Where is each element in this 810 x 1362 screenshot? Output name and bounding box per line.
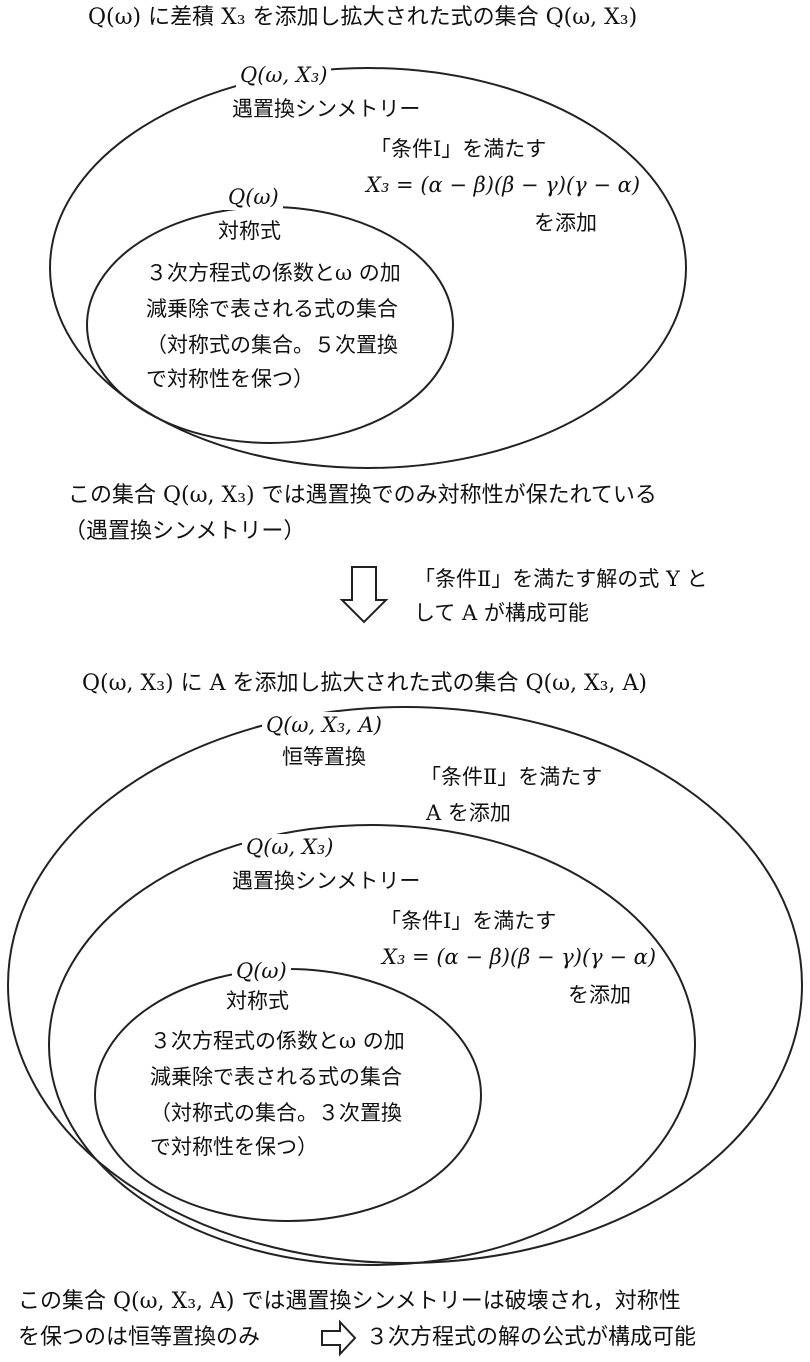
inner2-desc-line-2: 減乗除で表される式の集合 (150, 1065, 402, 1089)
middle-line-2: （遇置換シンメトリー） (64, 519, 306, 544)
condition-1-formula: X₃ = (α − β)(β − γ)(γ − α) (366, 173, 641, 197)
inner-desc-line-3: （対称式の集合。５次置換 (146, 333, 398, 357)
condition-2-text: 「条件Ⅱ」を満たす (420, 765, 603, 789)
arrow-text-1: 「条件Ⅱ」を満たす解の式 Y と (414, 567, 708, 591)
condition-1b-formula: X₃ = (α − β)(β − γ)(γ − α) (382, 945, 657, 969)
arrow-text-2: して A が構成可能 (414, 601, 589, 625)
inner-set-sub-2: 対称式 (226, 989, 289, 1013)
outer-set-ellipse-1 (49, 67, 687, 469)
footer-line-2a: を保つのは恒等置換のみ (18, 1325, 261, 1350)
second-title: Q(ω, X₃) に A を添加し拡大された式の集合 Q(ω, X₃, A) (82, 671, 647, 696)
down-arrow-icon (339, 566, 389, 624)
inner-desc-line-1: ３次方程式の係数とω の加 (146, 261, 401, 285)
condition-1-text: 「条件Ⅰ」を満たす (370, 137, 547, 161)
condition-1b-text: 「条件Ⅰ」を満たす (380, 909, 557, 933)
condition-1-add: を添加 (534, 211, 597, 235)
footer-line-1: この集合 Q(ω, X₃, A) では遇置換シンメトリーは破壊され，対称性 (18, 1289, 681, 1314)
inner2-desc-line-4: で対称性を保つ） (150, 1135, 318, 1159)
inner2-desc-line-3: （対称式の集合。３次置換 (150, 1101, 402, 1125)
inner2-desc-line-1: ３次方程式の係数とω の加 (150, 1029, 405, 1053)
condition-1b-add: を添加 (568, 983, 631, 1007)
top-title: Q(ω) に差積 X₃ を添加し拡大された式の集合 Q(ω, X₃) (88, 5, 638, 30)
middle-set-sub-2: 遇置換シンメトリー (232, 869, 421, 893)
outer-set-sub-1: 遇置換シンメトリー (232, 97, 421, 121)
inner-set-sub-1: 対称式 (218, 219, 281, 243)
outer-set-sub-2: 恒等置換 (282, 745, 366, 769)
inner-set-label-1: Q(ω) (224, 184, 283, 211)
middle-set-ellipse-2 (48, 824, 696, 1266)
inner-desc-line-2: 減乗除で表される式の集合 (146, 297, 398, 321)
condition-2-add: A を添加 (426, 801, 511, 825)
inner-set-label-2: Q(ω) (232, 958, 291, 985)
inner-desc-line-4: で対称性を保つ） (146, 367, 314, 391)
middle-set-label-2: Q(ω, X₃) (242, 834, 338, 861)
outer-set-label-1: Q(ω, X₃) (236, 62, 332, 89)
right-arrow-icon (321, 1319, 357, 1357)
footer-line-2b: ３次方程式の解の公式が構成可能 (366, 1325, 697, 1350)
middle-line-1: この集合 Q(ω, X₃) では遇置換でのみ対称性が保たれている (68, 483, 657, 508)
outer-set-label-2: Q(ω, X₃, A) (262, 712, 386, 739)
